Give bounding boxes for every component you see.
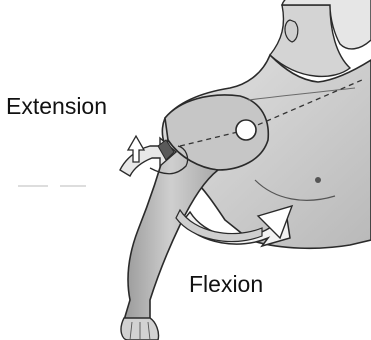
shoulder-joint-axis-point — [236, 120, 256, 140]
extension-label: Extension — [6, 95, 107, 118]
flexion-label: Flexion — [189, 273, 263, 296]
nipple — [315, 177, 321, 183]
